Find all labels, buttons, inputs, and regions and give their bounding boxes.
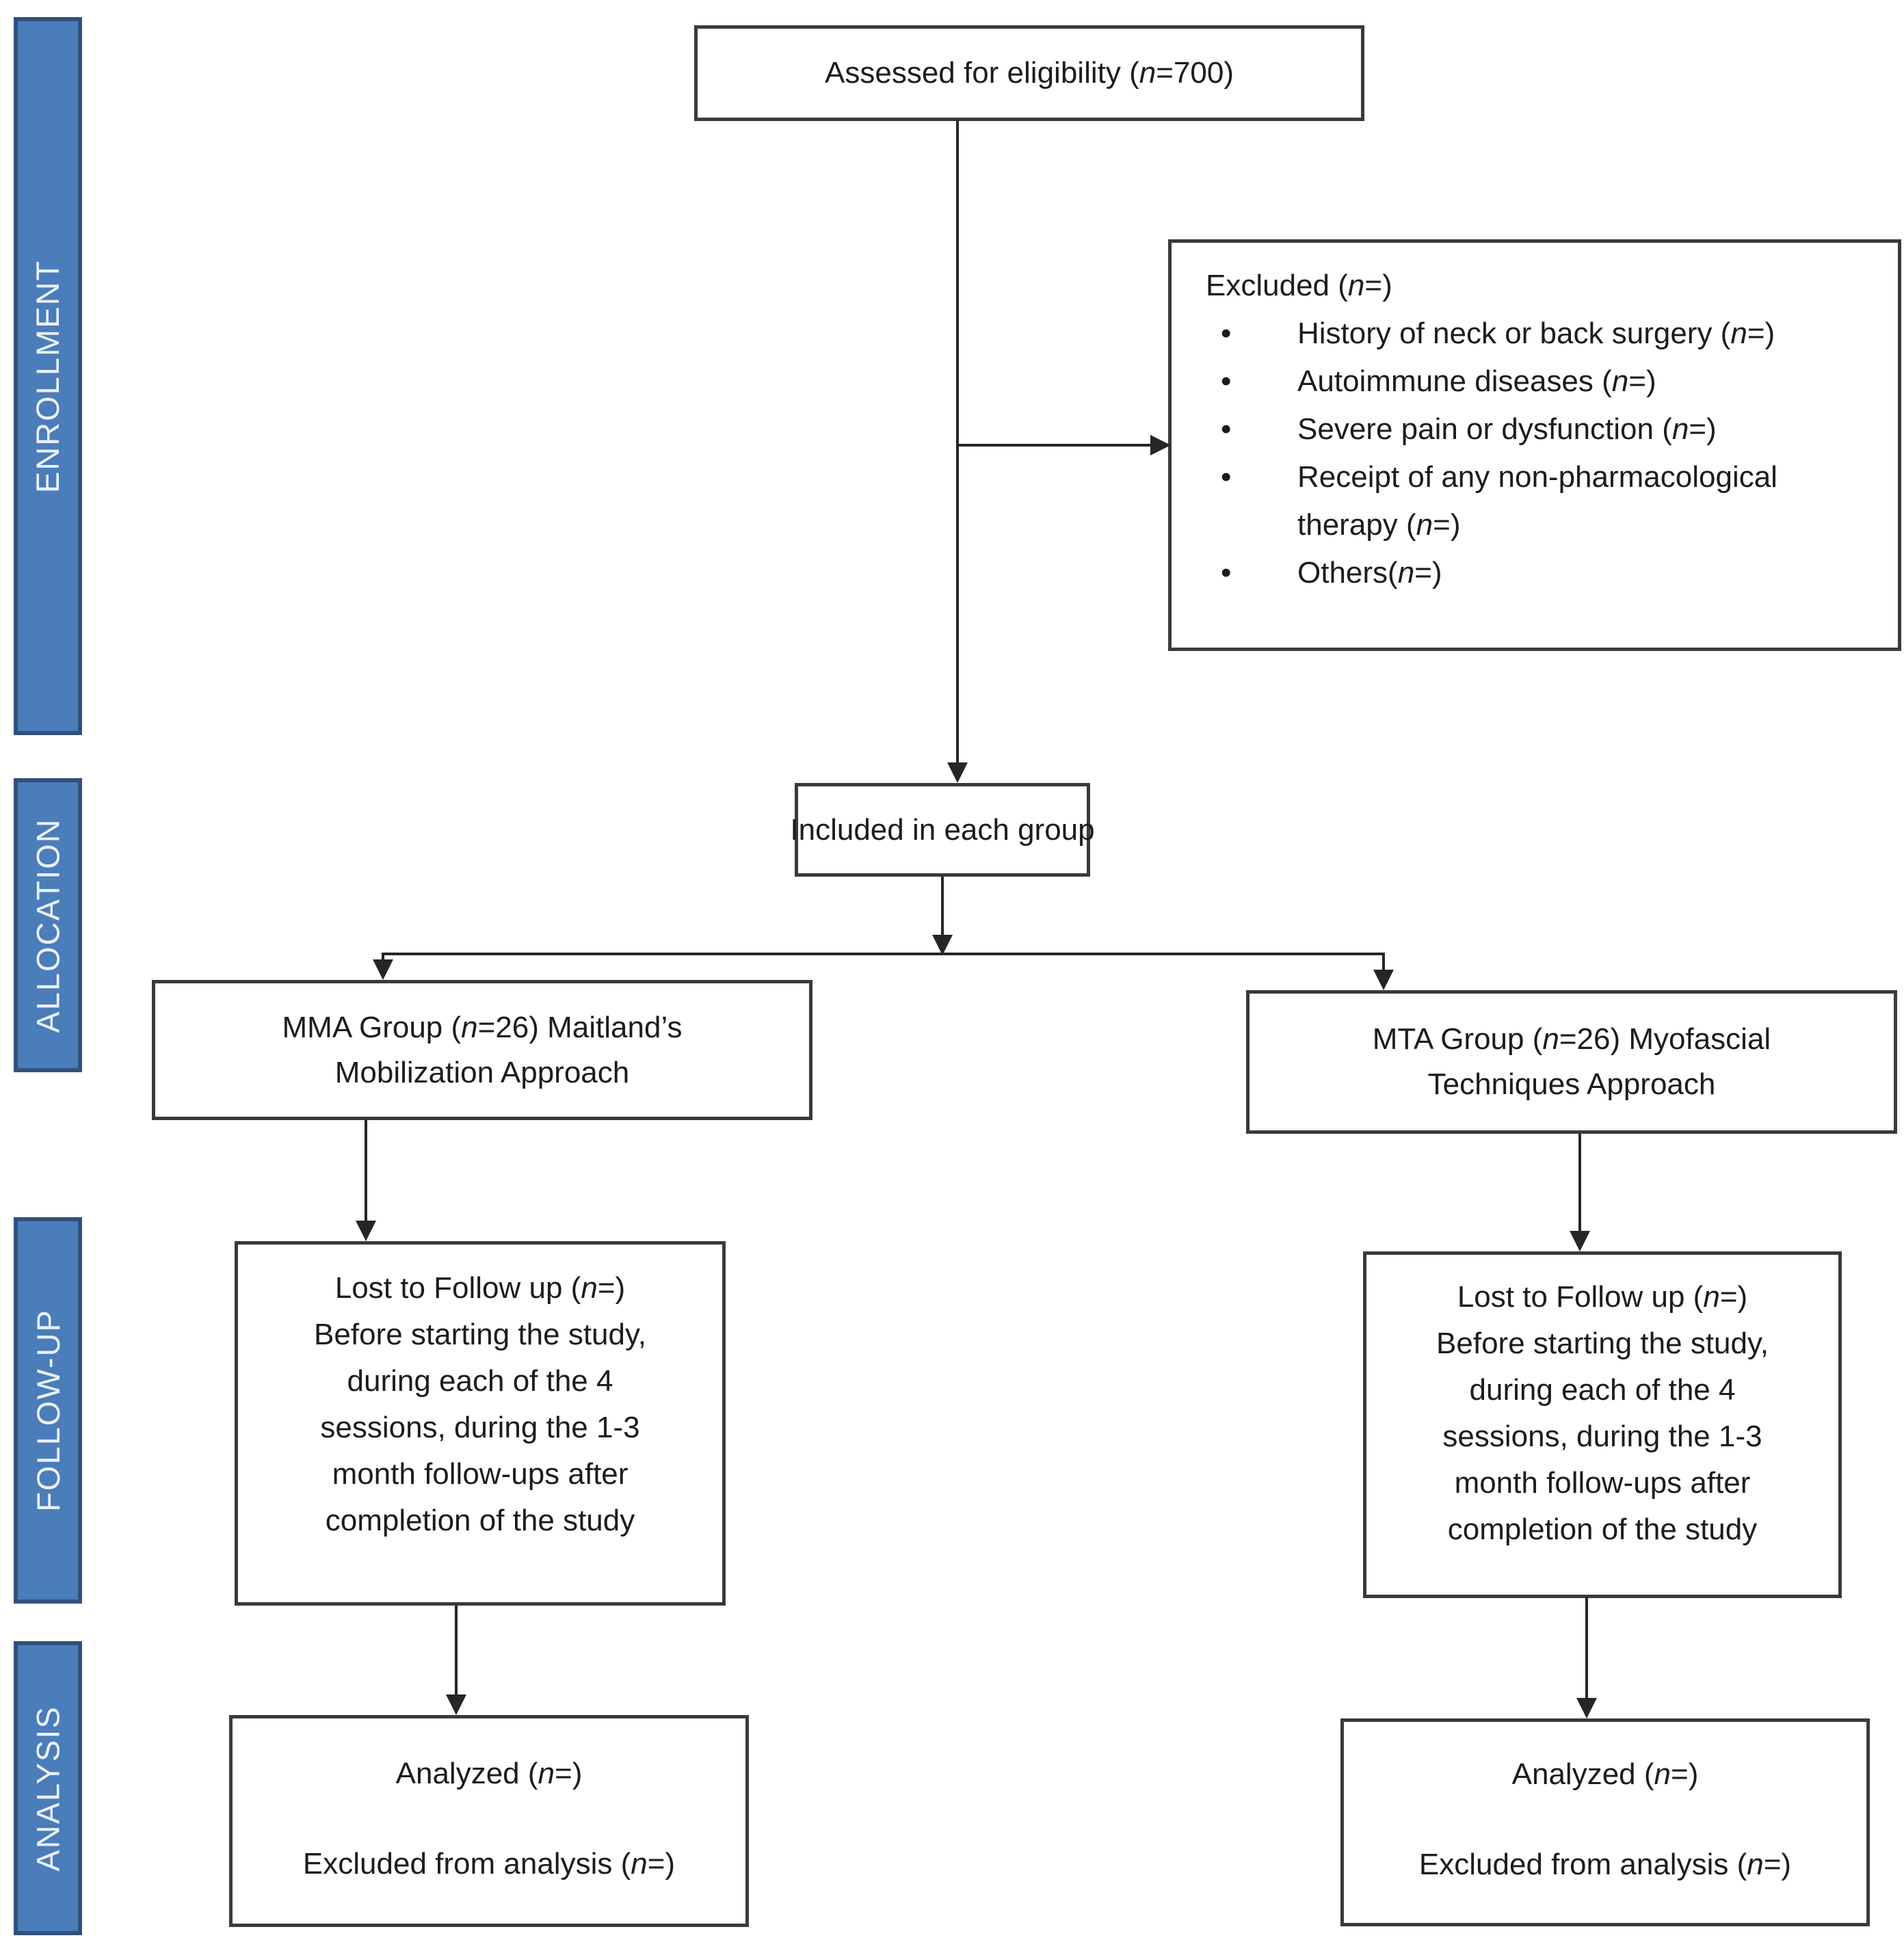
excluded-reason-item: • Autoimmune diseases (n=) xyxy=(1206,358,1877,406)
excluded-reason-item: • Others(n=) xyxy=(1206,549,1877,597)
excluded-reason-item: • Receipt of any non-pharmacological the… xyxy=(1206,453,1877,549)
stage-bar-analysis: ANALYSIS xyxy=(14,1641,82,1935)
connector-line xyxy=(1585,1597,1588,1699)
excluded-reason-text: Others(n=) xyxy=(1297,556,1442,589)
arrow-down-icon xyxy=(1576,1698,1597,1718)
excluded-reason-item: • Severe pain or dysfunction (n=) xyxy=(1206,406,1877,453)
assessed-eligibility-text: Assessed for eligibility (n=700) xyxy=(825,56,1234,90)
followup-line: Before starting the study, xyxy=(314,1318,646,1351)
mma-group-text: MMA Group (n=26) Maitland’s Mobilization… xyxy=(282,1005,683,1095)
excluded-reason-text: Receipt of any non-pharmacological thera… xyxy=(1297,460,1777,542)
bullet-icon: • xyxy=(1221,460,1232,494)
mta-group-text: MTA Group (n=26) Myofascial Techniques A… xyxy=(1373,1017,1771,1107)
connector-line xyxy=(382,953,1385,955)
followup-box-mta: Lost to Follow up (n=) Before starting t… xyxy=(1363,1251,1842,1598)
bullet-icon: • xyxy=(1221,556,1232,589)
stage-bar-allocation: ALLOCATION xyxy=(14,778,82,1072)
mma-group-line: Mobilization Approach xyxy=(334,1055,630,1089)
arrow-down-icon xyxy=(1570,1231,1590,1251)
followup-line: Lost to Follow up (n=) xyxy=(1457,1280,1748,1314)
bullet-icon: • xyxy=(1221,364,1232,398)
arrow-down-icon xyxy=(373,959,393,980)
followup-box-mma: Lost to Follow up (n=) Before starting t… xyxy=(235,1241,726,1606)
excluded-reason-text: History of neck or back surgery (n=) xyxy=(1297,317,1775,350)
stage-label-followup: FOLLOW-UP xyxy=(29,1309,66,1512)
analysis-box-mma: Analyzed (n=) Excluded from analysis (n=… xyxy=(229,1715,749,1927)
arrow-right-icon xyxy=(1150,435,1171,455)
analysis-box-mta: Analyzed (n=) Excluded from analysis (n=… xyxy=(1340,1718,1870,1926)
followup-line: completion of the study xyxy=(325,1504,635,1537)
connector-line xyxy=(382,954,384,961)
followup-line: completion of the study xyxy=(1447,1513,1758,1546)
mta-group-box: MTA Group (n=26) Myofascial Techniques A… xyxy=(1246,990,1897,1134)
connector-line xyxy=(1578,1134,1581,1232)
followup-line: Before starting the study, xyxy=(1436,1327,1769,1360)
stage-bar-enrollment: ENROLLMENT xyxy=(14,17,82,735)
bullet-icon: • xyxy=(1221,317,1232,350)
stage-label-allocation: ALLOCATION xyxy=(29,817,66,1033)
arrow-down-icon xyxy=(356,1221,376,1241)
arrow-down-icon xyxy=(1373,970,1394,990)
connector-line xyxy=(956,120,959,762)
excluded-reason-text: Autoimmune diseases (n=) xyxy=(1297,364,1656,398)
included-box: Included in each group xyxy=(790,783,1095,877)
excluded-from-analysis-text: Excluded from analysis (n=) xyxy=(1418,1848,1792,1881)
excluded-reason-list: • History of neck or back surgery (n=) •… xyxy=(1206,310,1877,597)
connector-line xyxy=(941,877,944,935)
mma-group-line: MMA Group (n=26) Maitland’s xyxy=(282,1010,683,1044)
connector-line xyxy=(365,1120,367,1222)
bullet-icon: • xyxy=(1221,412,1232,446)
excluded-title: Excluded (n=) xyxy=(1206,269,1392,302)
mma-group-box: MMA Group (n=26) Maitland’s Mobilization… xyxy=(152,980,812,1120)
followup-line: Lost to Follow up (n=) xyxy=(334,1271,626,1305)
excluded-from-analysis-text: Excluded from analysis (n=) xyxy=(302,1847,676,1881)
excluded-box: Excluded (n=) • History of neck or back … xyxy=(1168,239,1901,651)
excluded-reason-item: • History of neck or back surgery (n=) xyxy=(1206,310,1877,358)
followup-line: sessions, during the 1-3 xyxy=(1442,1420,1762,1453)
assessed-eligibility-box: Assessed for eligibility (n=700) xyxy=(694,25,1364,121)
mta-group-line: MTA Group (n=26) Myofascial xyxy=(1372,1022,1771,1056)
stage-label-analysis: ANALYSIS xyxy=(29,1705,66,1872)
followup-line: during each of the 4 xyxy=(1469,1373,1736,1407)
followup-line: sessions, during the 1-3 xyxy=(320,1411,640,1444)
connector-line xyxy=(455,1606,458,1696)
followup-line: during each of the 4 xyxy=(347,1364,613,1398)
mta-group-line: Techniques Approach xyxy=(1427,1067,1716,1101)
stage-label-enrollment: ENROLLMENT xyxy=(29,259,66,493)
excluded-reason-text: Severe pain or dysfunction (n=) xyxy=(1297,412,1717,446)
arrow-down-icon xyxy=(947,762,968,783)
stage-bar-followup: FOLLOW-UP xyxy=(14,1217,82,1604)
analyzed-text: Analyzed (n=) xyxy=(395,1757,583,1790)
followup-line: month follow-ups after xyxy=(1454,1466,1751,1500)
connector-line xyxy=(1382,954,1385,971)
connector-line xyxy=(957,444,1150,447)
analyzed-text: Analyzed (n=) xyxy=(1511,1757,1699,1791)
arrow-down-icon xyxy=(446,1695,466,1715)
followup-line: month follow-ups after xyxy=(332,1457,629,1491)
arrow-down-icon xyxy=(932,935,953,955)
included-text: Included in each group xyxy=(790,812,1095,847)
